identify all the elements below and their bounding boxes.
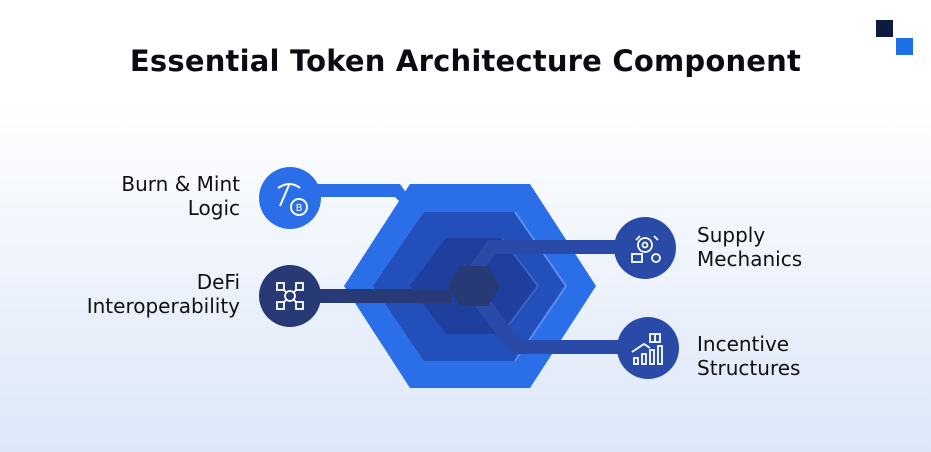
supply-mechanics-node[interactable]	[614, 217, 676, 279]
label-line: DeFi	[196, 270, 240, 294]
label-line: Supply	[697, 223, 766, 247]
brand-logo-dark-square	[876, 20, 893, 37]
label-line: Logic	[187, 196, 240, 220]
label-incentive-structures: Incentive Structures	[697, 332, 877, 380]
connector-supply-mechanics	[455, 240, 640, 286]
incentive-structures-node[interactable]	[617, 317, 679, 379]
connector-defi-hexagon	[448, 266, 500, 306]
label-line: Interoperability	[86, 294, 240, 318]
connector-defi	[300, 289, 452, 303]
defi-interoperability-circle	[259, 265, 321, 327]
connector-burn-mint	[290, 184, 420, 212]
label-supply-mechanics: Supply Mechanics	[697, 223, 877, 271]
hexagon-middle-outline	[514, 211, 568, 362]
defi-interoperability-node[interactable]	[259, 265, 321, 327]
label-defi-interoperability: DeFi Interoperability	[40, 270, 240, 318]
svg-text:B: B	[296, 203, 303, 214]
burn-mint-logic-circle	[259, 167, 321, 229]
growth-chart-gift-icon	[631, 333, 663, 365]
incentive-structures-circle	[617, 317, 679, 379]
brand-logo-blue-square	[896, 38, 913, 55]
pickaxe-bitcoin-icon: B	[277, 183, 308, 216]
burn-mint-logic-node[interactable]: B	[259, 167, 321, 229]
network-cubes-icon	[276, 282, 304, 310]
connector-incentive-structures	[470, 300, 650, 354]
page-title: Essential Token Architecture Component	[129, 44, 802, 78]
supply-gears-icon	[631, 235, 661, 263]
label-line: Burn & Mint	[121, 172, 240, 196]
label-burn-mint-logic: Burn & Mint Logic	[80, 172, 240, 220]
label-line: Structures	[697, 356, 801, 380]
label-line: Mechanics	[697, 247, 803, 271]
label-line: Incentive	[697, 332, 790, 356]
